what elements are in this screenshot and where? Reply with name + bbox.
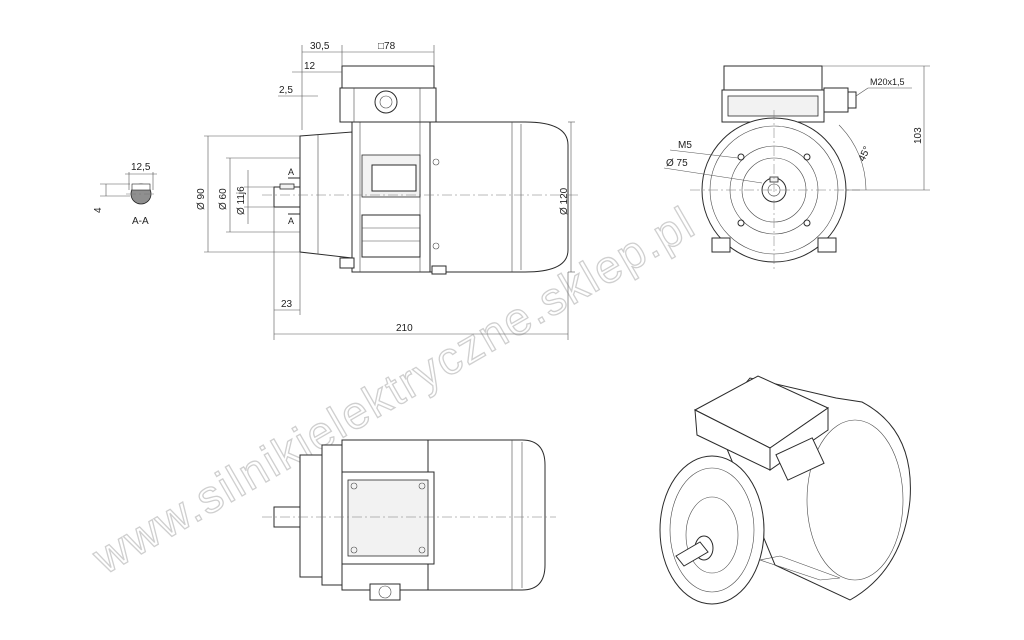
dim-gland-m20: M20x1,5: [870, 77, 905, 87]
top-view: [262, 439, 556, 601]
isometric-view: [659, 375, 911, 605]
dim-dia-11: Ø 11j6: [236, 186, 247, 215]
dim-23: 23: [281, 299, 293, 310]
section-a-a-view: 12,5 4 A-A: [93, 162, 157, 227]
dim-m5: M5: [678, 140, 692, 151]
dim-dia-90: Ø 90: [196, 188, 207, 210]
dim-dia-75: Ø 75: [666, 158, 688, 169]
section-dim-height: 4: [93, 207, 104, 213]
section-dim-width: 12,5: [131, 162, 151, 173]
section-label: A-A: [132, 216, 149, 227]
side-view: 30,5 □78 12 2,5 Ø 90 Ø 60 Ø 11j6 Ø 120 2…: [196, 41, 578, 340]
dim-square-78: □78: [378, 41, 396, 52]
dim-dia-60: Ø 60: [218, 188, 229, 210]
dim-30-5: 30,5: [310, 41, 330, 52]
dim-210: 210: [396, 323, 413, 334]
dim-12: 12: [304, 61, 316, 72]
dim-angle-45: 45°: [857, 145, 873, 163]
front-view: M5 Ø 75 M20x1,5 103 45°: [663, 65, 930, 272]
dim-103: 103: [913, 127, 924, 144]
dim-2-5: 2,5: [279, 85, 293, 96]
cut-marker-bottom: A: [288, 216, 294, 226]
cut-marker-top: A: [288, 167, 294, 177]
dim-dia-120: Ø 120: [559, 187, 570, 215]
